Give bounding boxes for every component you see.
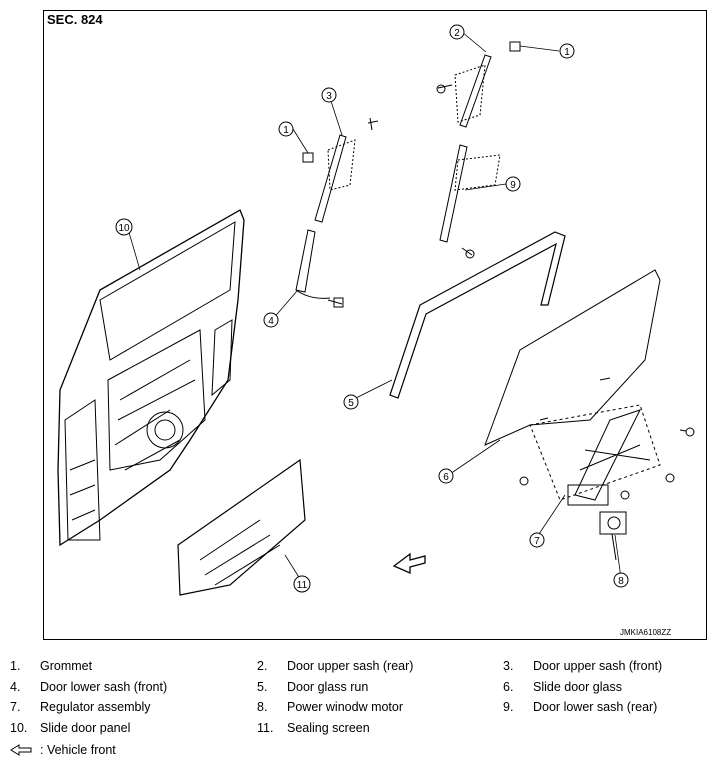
legend-number: 10. (10, 721, 28, 735)
legend-text: Door upper sash (rear) (287, 659, 414, 673)
exploded-view-drawing: 1 2 1 3 9 10 4 5 6 7 8 11 (57, 24, 695, 596)
legend-number: 7. (10, 700, 21, 714)
svg-text:10: 10 (118, 223, 130, 234)
callout-2: 2 (449, 24, 465, 40)
door-sash-rear-shapes (436, 41, 521, 259)
door-glass-run-shape (389, 231, 566, 399)
legend-number: 8. (257, 700, 268, 714)
callout-1b: 1 (278, 121, 294, 137)
legend-text: Door upper sash (front) (533, 659, 663, 673)
callout-8: 8 (613, 572, 629, 588)
callout-7: 7 (529, 532, 545, 548)
callout-9: 9 (505, 176, 521, 192)
svg-text:6: 6 (443, 472, 449, 483)
callout-10: 10 (115, 218, 133, 236)
svg-text:9: 9 (510, 180, 516, 191)
vehicle-front-arrow-shape (392, 552, 426, 574)
callout-4: 4 (263, 312, 279, 328)
slide-door-glass-shape (484, 269, 661, 446)
legend-text: Grommet (40, 659, 93, 673)
legend-text: Door lower sash (rear) (533, 700, 658, 714)
svg-text:1: 1 (283, 125, 289, 136)
svg-text:7: 7 (534, 536, 540, 547)
legend-text: Regulator assembly (40, 700, 151, 714)
legend-text: Door lower sash (front) (40, 680, 168, 694)
leader-lines (127, 31, 622, 583)
callout-6: 6 (438, 468, 454, 484)
legend-number: 2. (257, 659, 268, 673)
svg-text:8: 8 (618, 576, 624, 587)
callout-11: 11 (293, 575, 311, 593)
vehicle-front-text: : Vehicle front (40, 743, 116, 757)
legend-text: Sealing screen (287, 721, 370, 735)
legend-number: 9. (503, 700, 514, 714)
svg-text:2: 2 (454, 28, 460, 39)
legend-number: 1. (10, 659, 21, 673)
callout-1a: 1 (559, 43, 575, 59)
vehicle-front-arrow-icon (10, 744, 32, 756)
regulator-assembly-shape (519, 404, 695, 506)
svg-text:4: 4 (268, 316, 274, 327)
legend-number: 11. (257, 721, 274, 735)
legend-text: Slide door glass (533, 680, 622, 694)
diagram-frame (43, 10, 707, 640)
door-sash-front-shapes (295, 117, 379, 308)
section-label: SEC. 824 (47, 12, 103, 27)
legend-number: 5. (257, 680, 268, 694)
slide-door-panel-shape (57, 209, 245, 547)
svg-text:1: 1 (564, 47, 570, 58)
svg-text:3: 3 (326, 91, 332, 102)
sealing-screen-shape (177, 458, 306, 596)
callout-3: 3 (321, 87, 337, 103)
svg-text:11: 11 (297, 580, 308, 591)
power-window-motor-shape (599, 511, 627, 561)
figure-code: JMKIA6108ZZ (620, 628, 672, 637)
svg-text:5: 5 (348, 398, 354, 409)
legend-text: Slide door panel (40, 721, 131, 735)
legend-number: 4. (10, 680, 21, 694)
legend-number: 3. (503, 659, 514, 673)
legend-text: Door glass run (287, 680, 369, 694)
callout-5: 5 (343, 394, 359, 410)
legend-text: Power winodw motor (287, 700, 404, 714)
legend-number: 6. (503, 680, 514, 694)
